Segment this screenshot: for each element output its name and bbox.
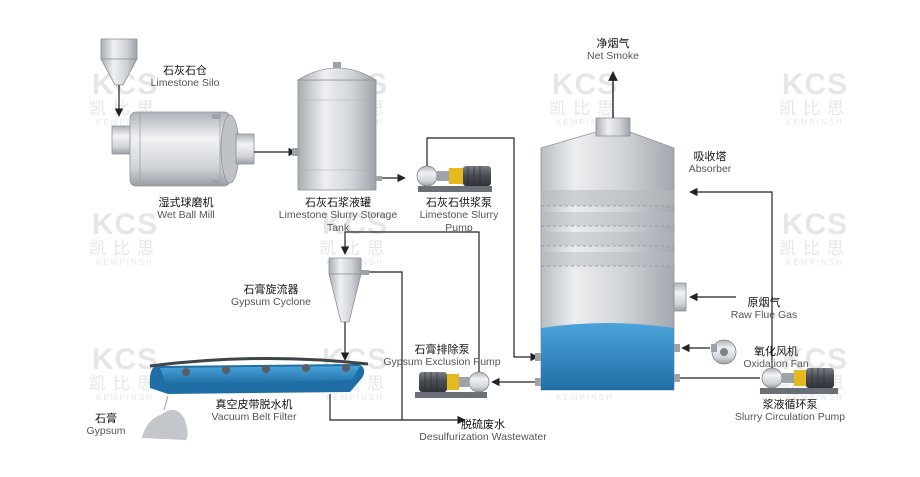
limestone-silo — [100, 38, 138, 86]
label-gypsum-cyclone: 石膏旋流器 Gypsum Cyclone — [226, 283, 316, 309]
label-en: Gypsum Exclusion Pump — [383, 356, 501, 368]
label-vacuum-belt-filter: 真空皮带脱水机 Vacuum Belt Filter — [196, 398, 312, 424]
label-zh: 石膏 — [95, 412, 117, 425]
gypsum-pile — [142, 409, 188, 440]
label-oxidation-fan: 氧化风机 Oxidation Fan — [736, 345, 816, 371]
label-wastewater: 脱硫废水 Desulfurization Wastewater — [408, 418, 558, 444]
label-absorber: 吸收塔 Absorber — [680, 150, 740, 176]
label-en: Vacuum Belt Filter — [211, 411, 297, 423]
label-slurry-pump: 石灰石供浆泵 Limestone Slurry Pump — [418, 196, 500, 235]
gypsum-exclusion-pump — [415, 371, 490, 398]
label-zh: 吸收塔 — [693, 150, 727, 163]
label-en: Desulfurization Wastewater — [419, 431, 547, 443]
label-en: Oxidation Fan — [743, 358, 809, 370]
slurry-pump-to-absorber-line — [426, 137, 539, 362]
label-zh: 脱硫废水 — [461, 418, 505, 431]
label-zh: 石灰石仓 — [163, 64, 207, 77]
circulation-return-line — [689, 187, 773, 368]
filtrate-to-wastewater-line — [329, 394, 402, 421]
label-gypsum-exclusion-pump: 石膏排除泵 Gypsum Exclusion Pump — [376, 343, 508, 369]
label-zh: 石灰石浆液罐 — [305, 196, 371, 209]
label-en: Slurry Circulation Pump — [734, 411, 846, 423]
label-en: Limestone Slurry Pump — [419, 209, 499, 234]
absorber-tower — [535, 117, 687, 391]
label-gypsum: 石膏 Gypsum — [76, 412, 136, 438]
label-zh: 真空皮带脱水机 — [215, 398, 293, 411]
label-limestone-silo: 石灰石仓 Limestone Silo — [140, 64, 230, 90]
label-zh: 净烟气 — [596, 37, 630, 50]
label-zh: 湿式球磨机 — [158, 196, 214, 209]
label-en: Raw Flue Gas — [730, 309, 798, 321]
label-en: Gypsum — [86, 425, 126, 437]
label-net-smoke: 净烟气 Net Smoke — [573, 37, 653, 63]
label-en: Net Smoke — [587, 50, 639, 62]
label-en: Limestone Slurry Storage Tank — [278, 209, 398, 234]
label-wet-ball-mill: 湿式球磨机 Wet Ball Mill — [136, 196, 236, 222]
vacuum-belt-filter — [149, 356, 369, 394]
exclusion-pump-to-cyclone-line — [340, 231, 480, 372]
label-en: Gypsum Cyclone — [231, 296, 311, 308]
slurry-circulation-pump — [760, 367, 838, 394]
gypsum-cyclone — [328, 257, 369, 323]
label-zh: 原烟气 — [747, 296, 781, 309]
filter-to-gypsum-line — [163, 395, 169, 411]
label-en: Limestone Silo — [150, 77, 220, 89]
label-zh: 浆液循环泵 — [762, 398, 818, 411]
cyclone-overflow-line — [369, 271, 466, 425]
label-circulation-pump: 浆液循环泵 Slurry Circulation Pump — [728, 398, 852, 424]
label-zh: 石膏旋流器 — [243, 283, 299, 296]
wet-ball-mill — [111, 111, 255, 187]
label-zh: 石灰石供浆泵 — [426, 196, 492, 209]
label-slurry-tank: 石灰石浆液罐 Limestone Slurry Storage Tank — [276, 196, 400, 235]
label-zh: 氧化风机 — [754, 345, 798, 358]
label-en: Wet Ball Mill — [157, 209, 215, 221]
label-zh: 石膏排除泵 — [414, 343, 470, 356]
limestone-slurry-pump — [416, 165, 492, 192]
label-en: Absorber — [688, 163, 732, 175]
oxidation-fan — [711, 339, 737, 365]
limestone-slurry-storage-tank — [292, 62, 382, 191]
label-raw-flue-gas: 原烟气 Raw Flue Gas — [722, 296, 806, 322]
